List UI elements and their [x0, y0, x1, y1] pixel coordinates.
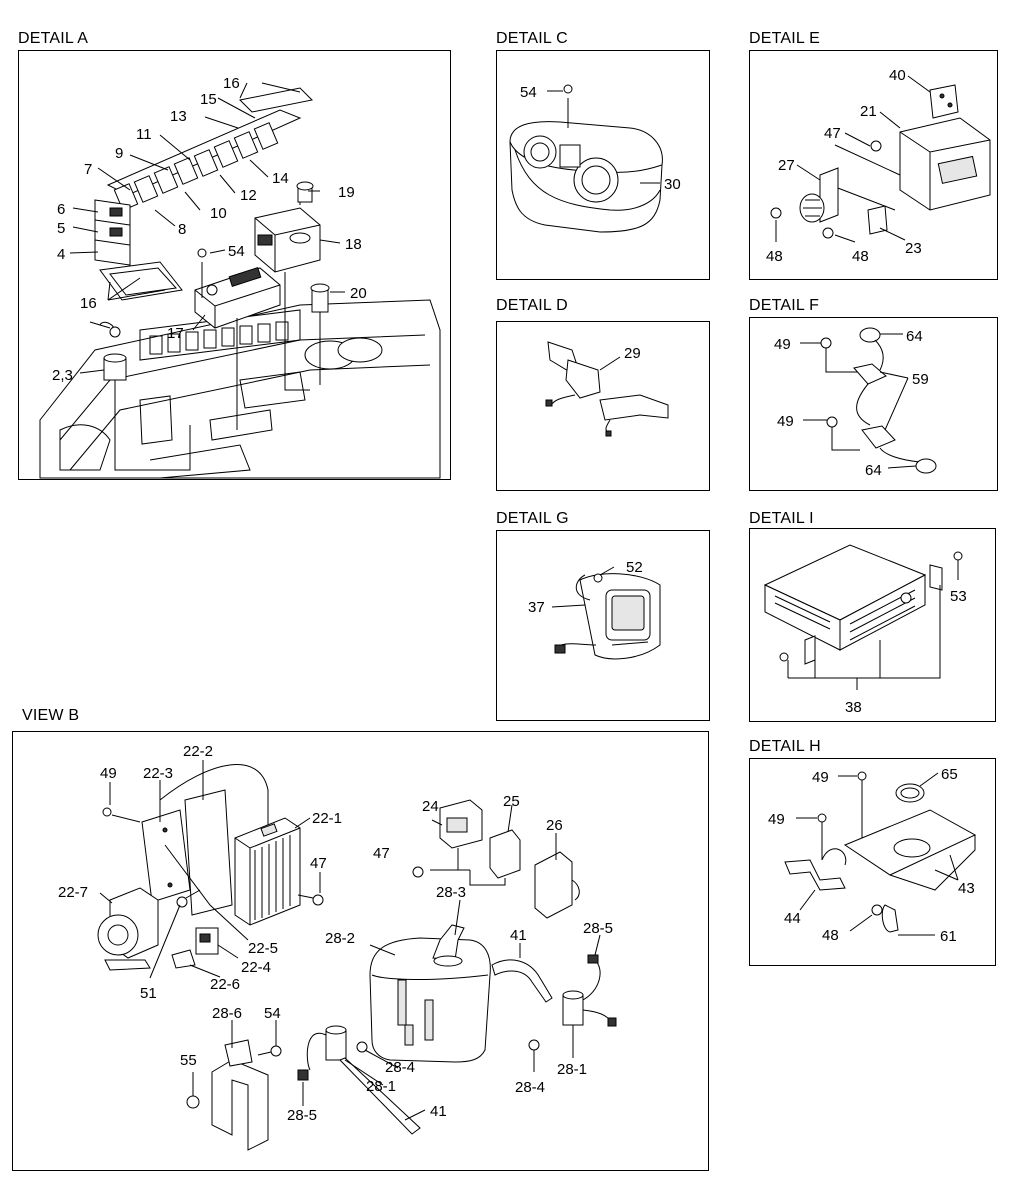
label-b-25: 25 — [503, 793, 520, 810]
label-b-41-bottom: 41 — [430, 1103, 447, 1120]
label-b-49: 49 — [100, 765, 117, 782]
label-11: 11 — [136, 126, 152, 143]
view-b-title: VIEW B — [22, 707, 80, 724]
label-b-22-7: 22-7 — [58, 884, 88, 901]
label-d-29: 29 — [624, 345, 641, 362]
label-b-22-5: 22-5 — [248, 940, 278, 957]
label-h-49-top: 49 — [812, 769, 829, 786]
label-4: 4 — [57, 246, 65, 263]
label-i-53: 53 — [950, 588, 967, 605]
label-12: 12 — [240, 187, 257, 204]
detail-a-drawing: 16 15 13 11 9 7 14 12 10 8 19 6 5 4 54 1… — [39, 75, 441, 479]
label-f-49-top: 49 — [774, 336, 791, 353]
label-h-49-left: 49 — [768, 811, 785, 828]
detail-h-drawing: 49 65 49 43 44 48 61 — [768, 766, 977, 945]
label-b-47-b: 47 — [373, 845, 390, 862]
label-5: 5 — [57, 220, 65, 237]
label-e-27: 27 — [778, 157, 795, 174]
label-e-47: 47 — [824, 125, 841, 142]
detail-i-title: DETAIL I — [749, 510, 814, 527]
label-e-21: 21 — [860, 103, 877, 120]
detail-c-drawing: 54 30 — [509, 84, 681, 233]
label-13: 13 — [170, 108, 187, 125]
label-f-59: 59 — [912, 371, 929, 388]
label-c-54: 54 — [520, 84, 537, 101]
detail-d-title: DETAIL D — [496, 297, 568, 314]
label-b-51: 51 — [140, 985, 157, 1002]
label-b-41-top: 41 — [510, 927, 527, 944]
label-b-22-6: 22-6 — [210, 976, 240, 993]
label-e-23: 23 — [905, 240, 922, 257]
label-i-38: 38 — [845, 699, 862, 716]
label-b-28-5-right: 28-5 — [583, 920, 613, 937]
label-b-28-1-right: 28-1 — [557, 1061, 587, 1078]
detail-f-title: DETAIL F — [749, 297, 820, 314]
label-19: 19 — [338, 184, 355, 201]
label-2-3: 2,3 — [52, 367, 73, 384]
label-18: 18 — [345, 236, 362, 253]
label-15: 15 — [200, 91, 217, 108]
label-b-26: 26 — [546, 817, 563, 834]
detail-f-panel — [749, 317, 998, 491]
detail-a-title: DETAIL A — [18, 30, 89, 47]
detail-i-drawing: 53 38 — [763, 544, 967, 716]
view-b-drawing: 49 22-3 22-2 22-1 47 22-7 51 22-5 22-4 2… — [58, 743, 617, 1151]
label-e-40: 40 — [889, 67, 906, 84]
label-16-top: 16 — [223, 75, 240, 92]
label-h-43: 43 — [958, 880, 975, 897]
label-g-37: 37 — [528, 599, 545, 616]
label-b-28-3: 28-3 — [436, 884, 466, 901]
label-6: 6 — [57, 201, 65, 218]
label-b-28-4-right: 28-4 — [515, 1079, 545, 1096]
label-h-61: 61 — [940, 928, 957, 945]
label-8: 8 — [178, 221, 186, 238]
detail-g-title: DETAIL G — [496, 510, 569, 527]
label-17: 17 — [167, 325, 184, 342]
detail-e-title: DETAIL E — [749, 30, 820, 47]
label-b-22-3: 22-3 — [143, 765, 173, 782]
detail-e-drawing: 40 21 47 27 48 48 23 — [766, 67, 991, 265]
label-h-65: 65 — [941, 766, 958, 783]
label-e-48-right: 48 — [852, 248, 869, 265]
label-7: 7 — [84, 161, 92, 178]
label-b-24: 24 — [422, 798, 439, 815]
label-b-47: 47 — [310, 855, 327, 872]
label-h-44: 44 — [784, 910, 801, 927]
label-b-22-1: 22-1 — [312, 810, 342, 827]
label-b-22-4: 22-4 — [241, 959, 271, 976]
label-54-a: 54 — [228, 243, 245, 260]
label-g-52: 52 — [626, 559, 643, 576]
label-e-48-left: 48 — [766, 248, 783, 265]
label-f-49-bottom: 49 — [777, 413, 794, 430]
detail-g-drawing: 52 37 — [528, 559, 661, 660]
label-14: 14 — [272, 170, 289, 187]
label-c-30: 30 — [664, 176, 681, 193]
label-b-55: 55 — [180, 1052, 197, 1069]
label-f-64-bottom: 64 — [865, 462, 882, 479]
label-b-28-4-left: 28-4 — [385, 1059, 415, 1076]
detail-c-title: DETAIL C — [496, 30, 568, 47]
label-b-54: 54 — [264, 1005, 281, 1022]
label-16-bottom: 16 — [80, 295, 97, 312]
label-f-64-top: 64 — [906, 328, 923, 345]
detail-d-drawing: 29 — [545, 341, 669, 437]
detail-h-title: DETAIL H — [749, 738, 821, 755]
label-b-28-6: 28-6 — [212, 1005, 242, 1022]
label-b-28-1-left: 28-1 — [366, 1078, 396, 1095]
label-b-22-2: 22-2 — [183, 743, 213, 760]
label-b-28-5-left: 28-5 — [287, 1107, 317, 1124]
label-h-48: 48 — [822, 927, 839, 944]
label-10: 10 — [210, 205, 227, 222]
label-20: 20 — [350, 285, 367, 302]
label-9: 9 — [115, 145, 123, 162]
label-b-28-2: 28-2 — [325, 930, 355, 947]
detail-f-drawing: 49 64 59 49 64 — [774, 327, 937, 479]
